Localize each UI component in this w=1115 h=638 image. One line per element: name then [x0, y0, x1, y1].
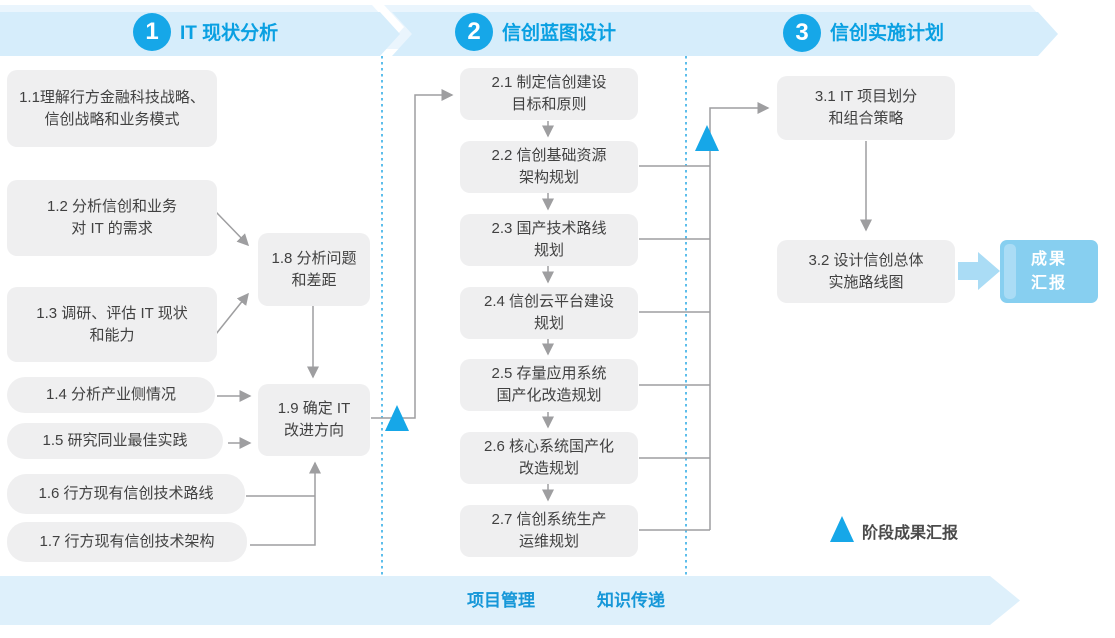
step-2-6-box: 2.6 核心系统国产化 改造规划 — [460, 432, 638, 484]
phase2-to-phase3-bus — [639, 102, 770, 531]
to-result-arrow — [958, 252, 1000, 290]
result-report-box: 成果 汇报 — [1000, 240, 1098, 303]
result-report-box-tab — [1004, 244, 1016, 299]
step-1-9-box: 1.9 确定 IT 改进方向 — [258, 384, 370, 456]
step-2-7-box: 2.7 信创系统生产 运维规划 — [460, 505, 638, 557]
step-2-3-box: 2.3 国产技术路线 规划 — [460, 214, 638, 266]
step-2-2-box: 2.2 信创基础资源 架构规划 — [460, 141, 638, 193]
phase1-title: IT 现状分析 — [180, 23, 279, 44]
phase2-number-badge: 2 — [455, 13, 493, 51]
step-3-2-box: 3.2 设计信创总体 实施路线图 — [777, 240, 955, 303]
step-1-7-box: 1.7 行方现有信创技术架构 — [7, 522, 247, 562]
phase2-title: 信创蓝图设计 — [502, 23, 617, 44]
phase3-number-badge: 3 — [783, 14, 821, 52]
phase3-title: 信创实施计划 — [830, 23, 945, 44]
phase2-banner — [392, 12, 742, 56]
footer-banner — [0, 576, 1020, 625]
step-1-8-box: 1.8 分析问题 和差距 — [258, 233, 370, 306]
milestone-triangle-phase2-icon — [695, 125, 719, 151]
phase3-banner — [700, 12, 1058, 56]
step-1-6-box: 1.6 行方现有信创技术路线 — [7, 474, 245, 514]
step-3-1-box: 3.1 IT 项目划分 和组合策略 — [777, 76, 955, 140]
footer-project-management-label: 项目管理 — [467, 591, 535, 610]
phase1-banner — [0, 12, 400, 56]
phase1-connectors — [215, 89, 454, 546]
step-1-2-box: 1.2 分析信创和业务 对 IT 的需求 — [7, 180, 217, 256]
step-2-1-box: 2.1 制定信创建设 目标和原则 — [460, 68, 638, 120]
step-1-3-box: 1.3 调研、评估 IT 现状 和能力 — [7, 287, 217, 362]
step-1-5-box: 1.5 研究同业最佳实践 — [7, 423, 223, 459]
milestone-triangle-phase1-icon — [385, 405, 409, 431]
result-report-label: 成果 汇报 — [1030, 250, 1067, 292]
step-2-5-box: 2.5 存量应用系统 国产化改造规划 — [460, 359, 638, 411]
step-1-4-box: 1.4 分析产业侧情况 — [7, 377, 215, 413]
step-1-1-box: 1.1理解行方金融科技战略、 信创战略和业务模式 — [7, 70, 217, 147]
legend-milestone-label: 阶段成果汇报 — [862, 525, 959, 542]
phase1-number-badge: 1 — [133, 13, 171, 51]
step-2-4-box: 2.4 信创云平台建设 规划 — [460, 287, 638, 339]
legend-milestone-triangle-icon — [830, 516, 854, 542]
footer-knowledge-transfer-label: 知识传递 — [597, 591, 665, 610]
